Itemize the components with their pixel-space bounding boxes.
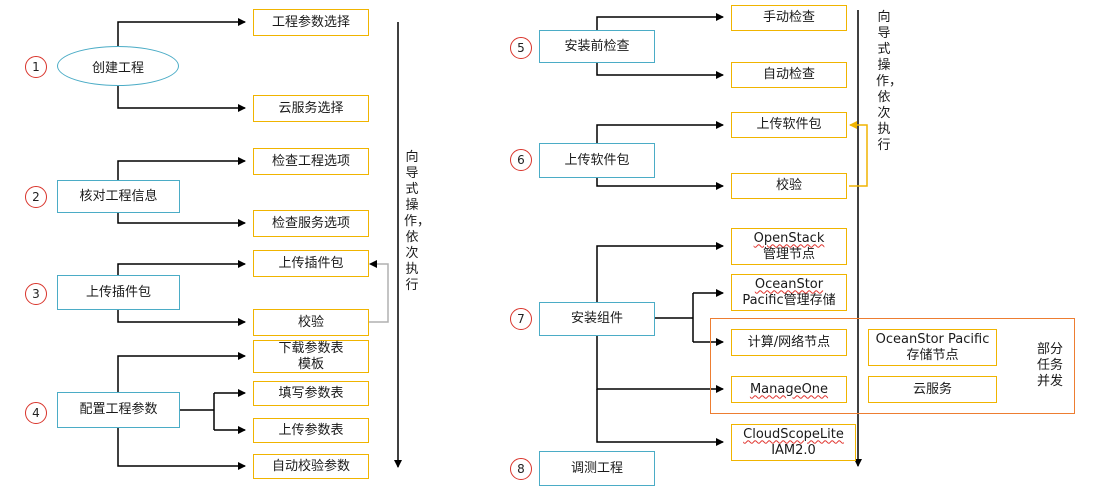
upload-plugin-node: 上传插件包 <box>57 275 180 310</box>
step-number: 3 <box>25 283 47 305</box>
upload-software-sub-node: 上传软件包 <box>731 112 847 138</box>
step-number: 2 <box>25 186 47 208</box>
openstack-label: OpenStack <box>753 230 825 246</box>
verify-software-node: 校验 <box>731 173 847 199</box>
verify-project-info-node: 核对工程信息 <box>57 180 180 213</box>
cloud-service-node: 云服务 <box>868 376 997 403</box>
cloudscopelite-label: CloudScopeLite <box>743 426 844 442</box>
fill-param-table-node: 填写参数表 <box>253 381 369 406</box>
upload-plugin-sub-node: 上传插件包 <box>253 250 369 277</box>
openstack-mgmt-node: OpenStack 管理节点 <box>731 228 847 265</box>
debug-project-node: 调测工程 <box>539 451 655 486</box>
step-number: 8 <box>510 458 532 480</box>
step-number: 5 <box>510 37 532 59</box>
download-template-node: 下载参数表 模板 <box>253 340 369 373</box>
iam-label: IAM2.0 <box>771 442 816 458</box>
project-param-select-node: 工程参数选择 <box>253 9 369 36</box>
auto-verify-params-node: 自动校验参数 <box>253 454 369 479</box>
upload-param-table-node: 上传参数表 <box>253 418 369 443</box>
verify-plugin-node: 校验 <box>253 309 369 336</box>
configure-params-node: 配置工程参数 <box>57 392 180 428</box>
pacific-mgmt-storage-label: Pacific管理存储 <box>742 292 836 308</box>
step-number: 1 <box>25 56 47 78</box>
install-components-node: 安装组件 <box>539 302 655 336</box>
cloud-service-select-node: 云服务选择 <box>253 95 369 122</box>
compute-network-node: 计算/网络节点 <box>731 329 847 356</box>
manageone-label: ManageOne <box>749 381 829 397</box>
cloudscopelite-iam-node: CloudScopeLite IAM2.0 <box>731 424 856 461</box>
create-project-node: 创建工程 <box>57 46 179 86</box>
pre-install-check-node: 安装前检查 <box>539 30 655 63</box>
concurrent-task-note: 部分任务并发 <box>1036 342 1063 389</box>
oceanstor-label: OceanStor <box>754 276 824 292</box>
check-project-options-node: 检查工程选项 <box>253 148 369 175</box>
sequence-arrow-label: 向导式操作，依次执行 <box>876 10 903 153</box>
manual-check-node: 手动检查 <box>731 5 847 31</box>
oceanstor-pacific-label: OceanStor Pacific <box>875 331 990 347</box>
mgmt-node-label: 管理节点 <box>762 246 815 262</box>
oceanstor-pacific-storage-node: OceanStor Pacific 存储节点 <box>868 329 997 366</box>
step-number: 4 <box>25 402 47 424</box>
sequence-arrow-label: 向导式操作，依次执行 <box>404 150 431 293</box>
step-number: 6 <box>510 149 532 171</box>
storage-node-label: 存储节点 <box>906 347 959 363</box>
oceanstor-mgmt-storage-node: OceanStor Pacific管理存储 <box>731 274 847 311</box>
manageone-node: ManageOne <box>731 376 847 403</box>
step-number: 7 <box>510 308 532 330</box>
auto-check-node: 自动检查 <box>731 62 847 88</box>
check-service-options-node: 检查服务选项 <box>253 210 369 237</box>
concurrent-task-group <box>710 318 1075 414</box>
upload-software-node: 上传软件包 <box>539 143 655 178</box>
